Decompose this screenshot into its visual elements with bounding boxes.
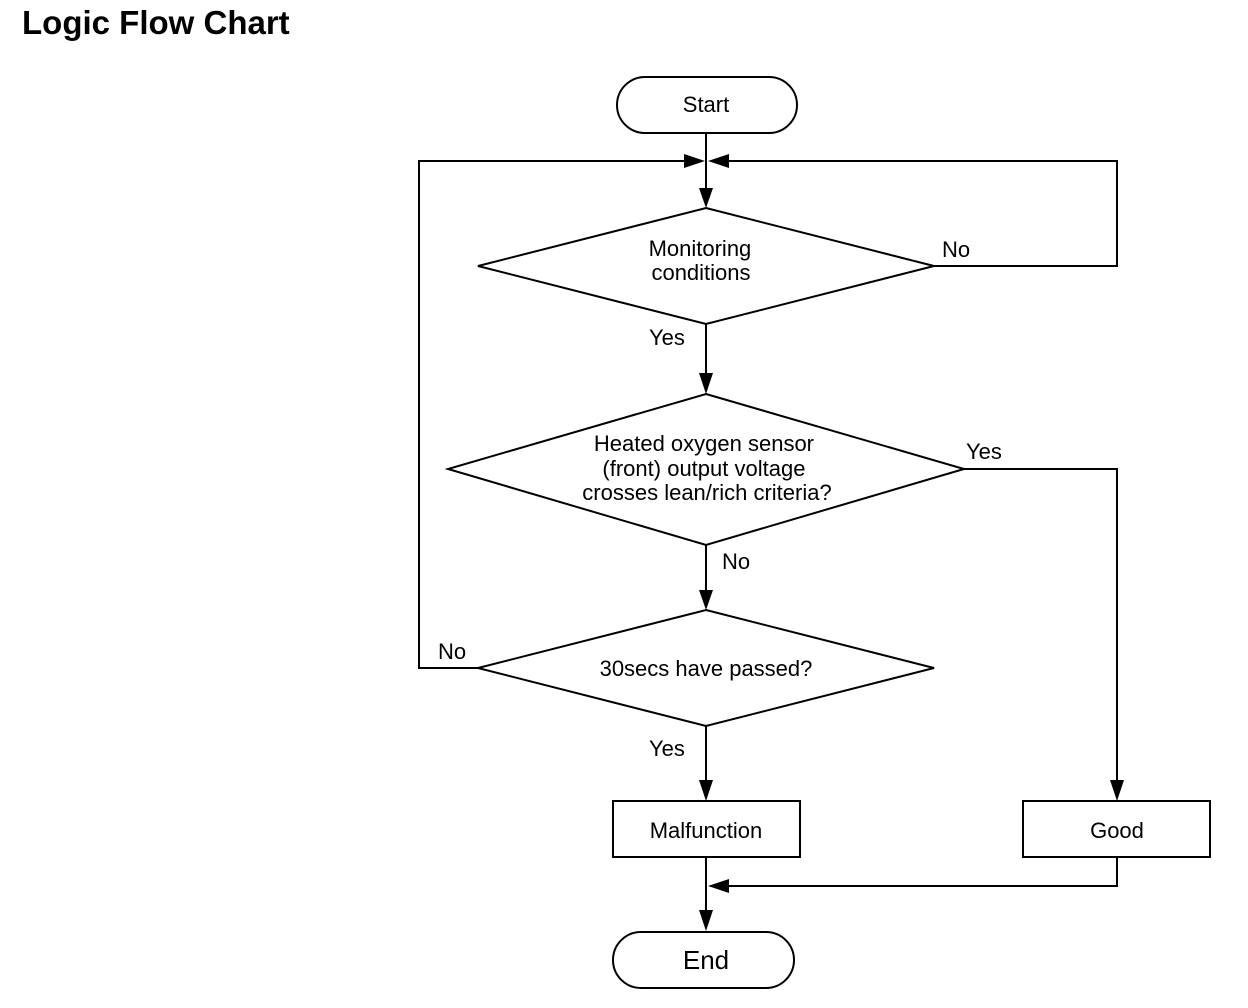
arrowhead-into-monitoring [699, 188, 713, 208]
page-title: Logic Flow Chart [22, 4, 290, 41]
good-label: Good [1090, 818, 1144, 843]
edge-label-monitoring-yes: Yes [649, 325, 685, 350]
edge-timer-no-loop [418, 160, 684, 669]
monitoring-label-line-1: Monitoring [649, 236, 752, 261]
svg-text:Heated oxygen sensor (fr: Heated oxygen sensor (front) output volt… [582, 431, 831, 505]
timer-decision: 30secs have passed? [477, 608, 935, 728]
arrowhead-right-loop [708, 154, 729, 168]
arrowhead-into-good [1110, 780, 1124, 801]
arrowhead-merge-good [708, 879, 729, 893]
arrowhead-into-end [699, 910, 713, 931]
edge-label-sensor-no: No [722, 549, 750, 574]
sensor-label-line-1: Heated oxygen sensor [594, 431, 814, 456]
edge-label-monitoring-no: No [942, 237, 970, 262]
edge-monitoring-no-loop [728, 160, 1118, 267]
arrowhead-into-malfunction [699, 780, 713, 801]
edge-label-timer-yes: Yes [649, 736, 685, 761]
sensor-decision: Heated oxygen sensor (front) output volt… [444, 392, 968, 547]
start-label: Start [683, 92, 729, 117]
edge-sensor-yes [964, 468, 1118, 788]
arrowhead-left-loop [684, 154, 705, 168]
sensor-label-line-3: crosses lean/rich criteria? [582, 480, 831, 505]
malfunction-label: Malfunction [650, 818, 763, 843]
monitoring-label-line-2: conditions [651, 260, 750, 285]
end-node: End [612, 931, 795, 989]
good-node: Good [1022, 800, 1211, 858]
monitoring-decision: Monitoring conditions [477, 206, 935, 326]
arrowhead-into-sensor [699, 373, 713, 394]
arrowhead-into-timer [699, 590, 713, 610]
edge-label-timer-no: No [438, 639, 466, 664]
edge-label-sensor-yes: Yes [966, 439, 1002, 464]
malfunction-node: Malfunction [612, 800, 801, 858]
edge-good-to-end [728, 858, 1118, 887]
sensor-label-line-2: (front) output voltage [602, 456, 805, 481]
end-label: End [683, 945, 729, 975]
svg-text:Monitoring conditions: Monitoring conditions [649, 236, 758, 285]
timer-label: 30secs have passed? [600, 656, 813, 681]
start-node: Start [616, 76, 798, 134]
